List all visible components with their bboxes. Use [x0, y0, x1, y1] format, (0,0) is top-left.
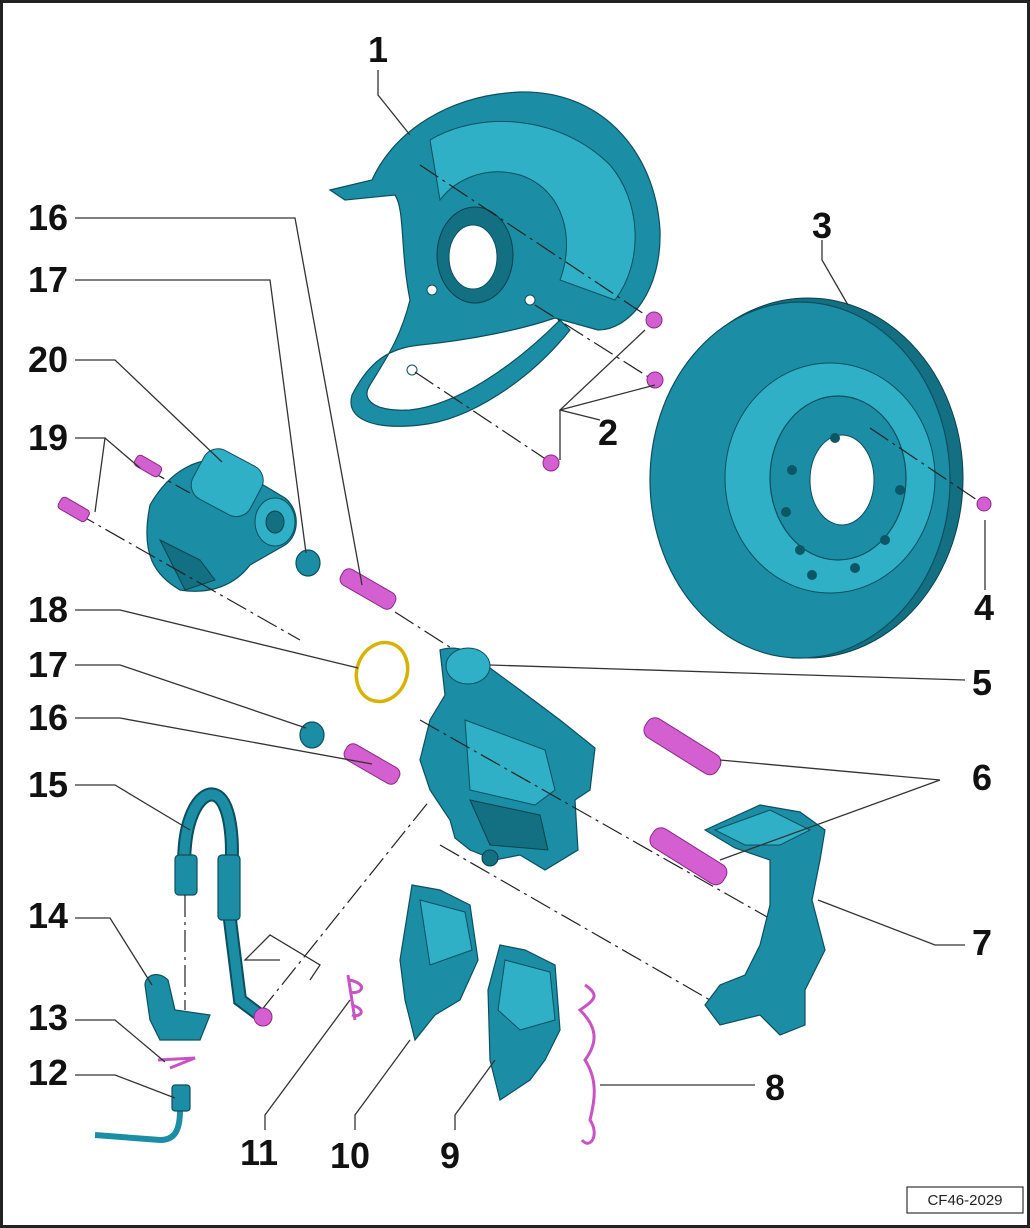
callout-7: 7: [972, 922, 992, 963]
callout-10: 10: [330, 1135, 370, 1176]
callout-20: 20: [28, 339, 68, 380]
carrier-axis-line: [439, 844, 711, 1001]
callout-1: 1: [368, 29, 388, 70]
plate-bolts: [414, 164, 664, 472]
carrier-bolts: [643, 717, 728, 886]
hose-axis-line: [259, 799, 431, 1013]
disc-screw: [869, 427, 992, 512]
pad-retaining-spring: [346, 974, 363, 1021]
securing-clip: [157, 1056, 196, 1070]
sealing-ring: [354, 640, 410, 704]
callout-3: 3: [812, 205, 832, 246]
motor-screws: [57, 454, 301, 641]
callout-17-upper: 17: [28, 259, 68, 300]
pad-spring: [577, 983, 596, 1145]
brake-disc: [649, 297, 964, 659]
callout-19: 19: [28, 417, 68, 458]
guide-pin-cap-upper: [295, 549, 321, 577]
brake-hose: [174, 787, 273, 1027]
callout-2: 2: [598, 412, 618, 453]
callout-13: 13: [28, 997, 68, 1038]
callout-5: 5: [972, 662, 992, 703]
callout-16-lower: 16: [28, 697, 68, 738]
caliper-axis-line: [419, 719, 791, 931]
callout-labels: 1 2 3 4 5 6 7 8 9 10 11 12 13 14 15 16 1…: [28, 29, 994, 1176]
hose-holder: [144, 973, 211, 1041]
figure-reference: CF46-2029: [906, 1186, 1024, 1214]
leader-lines: [75, 70, 986, 1130]
parking-brake-motor: [146, 448, 297, 592]
callout-17-lower: 17: [28, 644, 68, 685]
callout-14: 14: [28, 895, 68, 936]
callout-8: 8: [765, 1067, 785, 1108]
callout-12: 12: [28, 1052, 68, 1093]
guide-pin-cap-lower: [299, 721, 325, 749]
callout-15: 15: [28, 764, 68, 805]
brake-pad-outer: [399, 884, 479, 1042]
brake-pad-inner: [487, 944, 561, 1101]
figure-reference-text: CF46-2029: [927, 1192, 1002, 1209]
wear-sensor: [94, 1084, 191, 1144]
callout-9: 9: [440, 1135, 460, 1176]
brake-caliper: [419, 647, 596, 871]
callout-16-upper: 16: [28, 197, 68, 238]
callout-6: 6: [972, 757, 992, 798]
callout-11: 11: [240, 1132, 278, 1173]
callout-4: 4: [974, 587, 994, 628]
splash-plate: [328, 91, 661, 427]
callout-18: 18: [28, 589, 68, 630]
brake-carrier: [703, 804, 826, 1036]
